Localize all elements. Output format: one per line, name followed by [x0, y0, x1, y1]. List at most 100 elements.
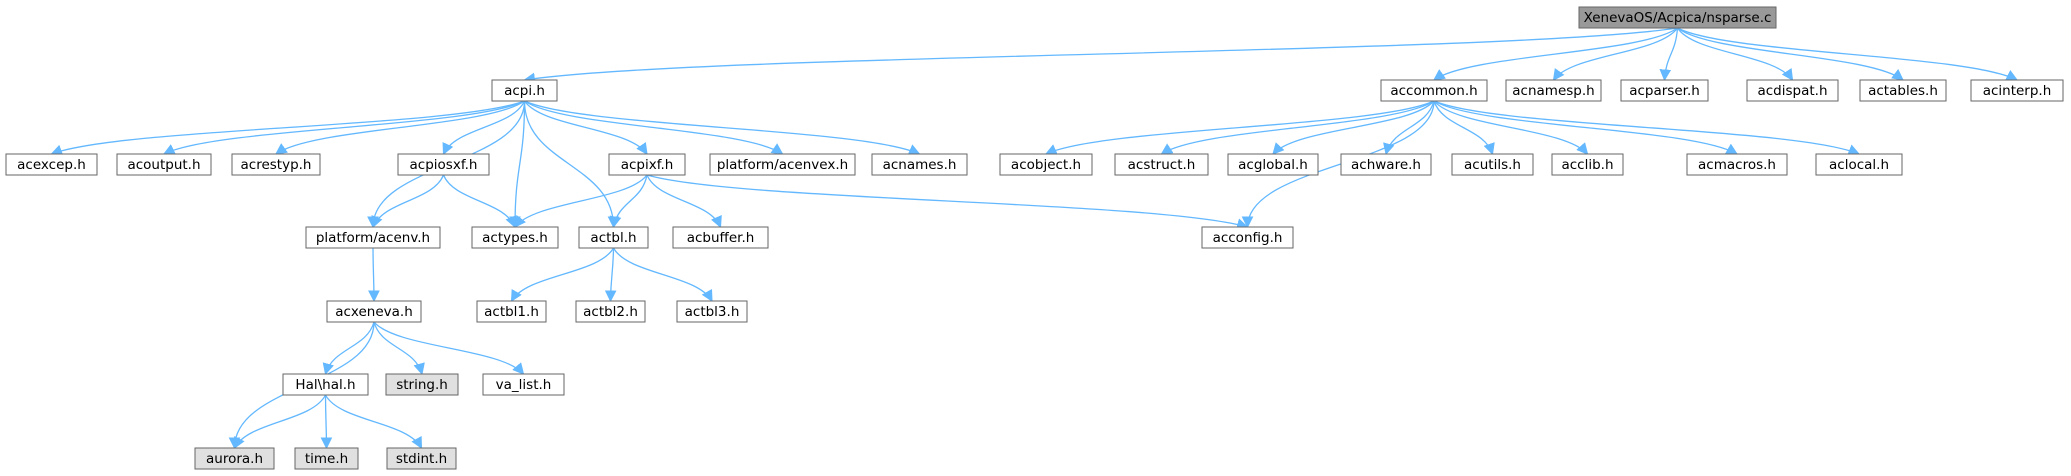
node-aclocal-h[interactable]: aclocal.h	[1815, 153, 1903, 176]
edge-root-to-acnamesp	[1552, 27, 1679, 81]
node-acrestyp-h[interactable]: acrestyp.h	[231, 153, 321, 176]
edge-halh-to-stdint	[324, 394, 423, 450]
node-label: actbl.h	[590, 230, 636, 246]
node-label: acglobal.h	[1238, 157, 1308, 173]
node-box	[608, 153, 686, 176]
node-box	[1970, 79, 2064, 102]
node-acdispat-h[interactable]: acdispat.h	[1746, 79, 1839, 102]
node-hal-hal-h[interactable]: Hal\hal.h	[282, 373, 369, 396]
node-acxeneva-h[interactable]: acxeneva.h	[326, 300, 422, 323]
node-box	[999, 153, 1093, 176]
node-box	[326, 300, 422, 323]
node-label: acnames.h	[883, 157, 957, 173]
edge-acpi-to-actbl	[523, 100, 620, 229]
node-box	[1578, 6, 1777, 29]
node-label: acrestyp.h	[241, 157, 312, 173]
node-box	[386, 447, 457, 470]
node-label: actbl2.h	[583, 304, 638, 320]
edge-accommon-to-aclocal	[1433, 100, 1861, 156]
node-xenevaos-acpica-nsparse-c: XenevaOS/Acpica/nsparse.c	[1578, 6, 1777, 29]
node-box	[116, 153, 212, 176]
edge-acxeneva-to-string	[373, 321, 425, 376]
node-acpixf-h[interactable]: acpixf.h	[608, 153, 686, 176]
node-box	[231, 153, 321, 176]
edge-root-to-accommon	[1433, 27, 1678, 81]
node-label: aurora.h	[206, 451, 263, 467]
node-acparser-h[interactable]: acparser.h	[1620, 79, 1709, 102]
node-acmacros-h[interactable]: acmacros.h	[1686, 153, 1788, 176]
edge-root-to-actables	[1677, 27, 1904, 81]
node-stdint-h: stdint.h	[386, 447, 457, 470]
node-label: acpi.h	[504, 83, 545, 99]
node-actables-h[interactable]: actables.h	[1859, 79, 1947, 102]
node-label: time.h	[305, 451, 348, 467]
node-label: Hal\hal.h	[295, 377, 355, 393]
node-label: actbl3.h	[685, 304, 740, 320]
node-acpiosxf-h[interactable]: acpiosxf.h	[397, 153, 490, 176]
node-acnamesp-h[interactable]: acnamesp.h	[1505, 79, 1602, 102]
edge-acpi-to-acoutput	[162, 100, 525, 155]
node-box	[397, 153, 490, 176]
node-label: acparser.h	[1629, 83, 1700, 99]
edge-acpi-to-actypes	[509, 100, 526, 229]
edge-accommon-to-acclib	[1433, 100, 1589, 155]
node-acpi-h[interactable]: acpi.h	[491, 79, 558, 102]
node-acglobal-h[interactable]: acglobal.h	[1227, 153, 1319, 176]
node-actypes-h[interactable]: actypes.h	[471, 226, 559, 249]
node-box	[871, 153, 968, 176]
node-acconfig-h[interactable]: acconfig.h	[1201, 226, 1294, 249]
node-acoutput-h[interactable]: acoutput.h	[116, 153, 212, 176]
node-box	[1201, 226, 1294, 249]
node-actbl3-h[interactable]: actbl3.h	[676, 300, 748, 323]
node-accommon-h[interactable]: accommon.h	[1380, 79, 1488, 102]
node-label: acutils.h	[1464, 157, 1521, 173]
node-box	[482, 373, 565, 396]
node-acnames-h[interactable]: acnames.h	[871, 153, 968, 176]
node-va-list-h[interactable]: va_list.h	[482, 373, 565, 396]
edge-acpixf-to-acbuffer	[646, 174, 722, 229]
node-platform-acenv-h[interactable]: platform/acenv.h	[305, 226, 441, 249]
edge-actbl-to-actbl3	[612, 247, 713, 303]
node-label: acdispat.h	[1757, 83, 1827, 99]
node-label: acpiosxf.h	[410, 157, 478, 173]
node-actbl1-h[interactable]: actbl1.h	[476, 300, 547, 323]
node-box	[676, 300, 748, 323]
node-box	[1686, 153, 1788, 176]
edge-acpi-to-acenvex	[524, 100, 784, 155]
node-achware-h[interactable]: achware.h	[1340, 153, 1432, 176]
edge-acxeneva-to-halh	[322, 321, 375, 376]
node-acclib-h[interactable]: acclib.h	[1551, 153, 1624, 176]
node-label: acpixf.h	[621, 157, 674, 173]
node-box	[1551, 153, 1624, 176]
node-acobject-h[interactable]: acobject.h	[999, 153, 1093, 176]
node-actbl-h[interactable]: actbl.h	[578, 226, 649, 249]
node-actbl2-h[interactable]: actbl2.h	[575, 300, 646, 323]
edge-acpi-to-acpixf	[523, 100, 648, 155]
edge-acpixf-to-acconfig	[646, 174, 1249, 230]
node-box	[578, 226, 649, 249]
node-platform-acenvex-h[interactable]: platform/acenvex.h	[709, 153, 856, 176]
node-acstruct-h[interactable]: acstruct.h	[1114, 153, 1209, 176]
node-box	[305, 226, 441, 249]
edge-acpixf-to-actypes	[514, 174, 648, 228]
edge-accommon-to-acutils	[1433, 100, 1495, 156]
edge-acpiosxf-to-acenv	[371, 174, 445, 229]
node-acexcep-h[interactable]: acexcep.h	[5, 153, 98, 176]
node-time-h: time.h	[294, 447, 359, 470]
node-label: acinterp.h	[1983, 83, 2052, 99]
node-box	[385, 373, 459, 396]
node-acutils-h[interactable]: acutils.h	[1451, 153, 1534, 176]
node-box	[476, 300, 547, 323]
node-acbuffer-h[interactable]: acbuffer.h	[672, 226, 769, 249]
node-label: acconfig.h	[1213, 230, 1283, 246]
node-box	[1380, 79, 1488, 102]
edge-actbl-to-actbl2	[604, 247, 617, 303]
edge-acpiosxf-to-actypes	[442, 174, 517, 229]
edges-layer	[50, 27, 2019, 450]
node-label: XenevaOS/Acpica/nsparse.c	[1584, 10, 1772, 26]
edge-acpi-to-acrestyp	[275, 100, 525, 155]
node-acinterp-h[interactable]: acinterp.h	[1970, 79, 2064, 102]
edge-acpi-to-acpiosxf	[442, 100, 526, 156]
edge-acxeneva-to-valist	[373, 321, 525, 375]
